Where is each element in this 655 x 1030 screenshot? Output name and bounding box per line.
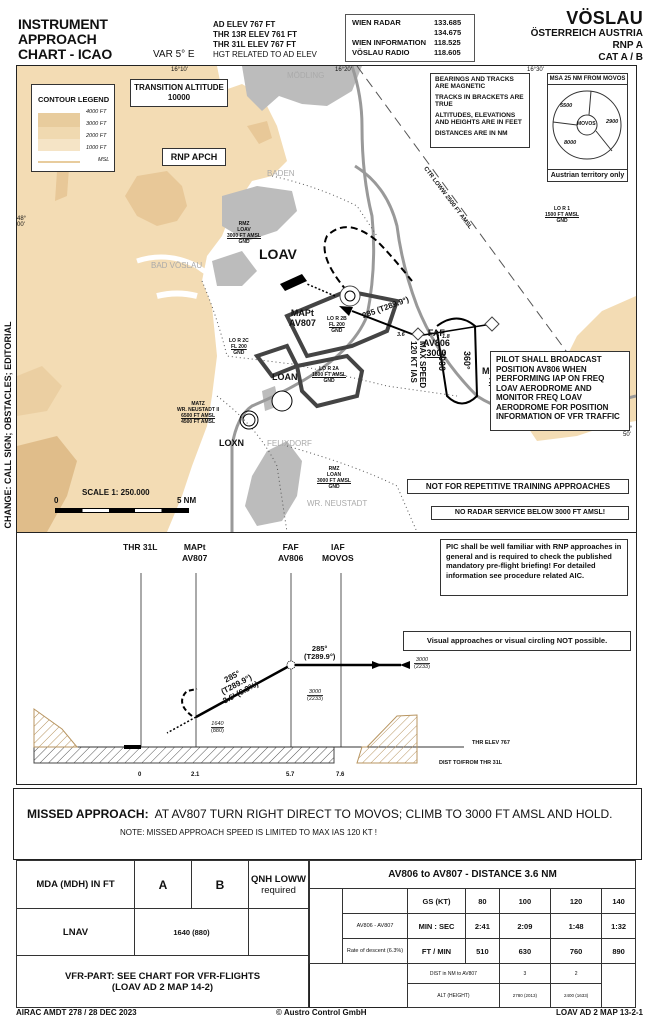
transition-altitude-box: TRANSITION ALTITUDE 10000: [130, 79, 228, 107]
notes-box: BEARINGS AND TRACKS ARE MAGNETIC TRACKS …: [430, 73, 530, 148]
faf-alt: 3000(2233): [307, 689, 323, 702]
procedure-info: RNP A CAT A / B: [598, 40, 643, 63]
missed-approach-text: AT AV807 TURN RIGHT DIRECT TO MOVOS; CLI…: [154, 807, 613, 821]
dist-axis-label: DIST TO/FROM THR 31L: [439, 760, 503, 766]
airport-loxn: LOXN: [219, 438, 245, 448]
missed-approach-note: NOTE: MISSED APPROACH SPEED IS LIMITED T…: [120, 828, 377, 837]
contour-legend: CONTOUR LEGEND 4000 FT 3000 FT 2000 FT 1…: [31, 84, 115, 172]
magnetic-variation: VAR 5° E: [153, 49, 195, 60]
lon-label: 16°10': [171, 67, 188, 73]
pic-note: PIC shall be well familiar with RNP appr…: [440, 539, 628, 596]
profile-fix-label: THR 31L: [123, 542, 158, 552]
profile-graphic: [33, 573, 464, 764]
iaf-alt: 3000(2233): [414, 657, 430, 670]
elevation-info: AD ELEV 767 FT THR 13R ELEV 761 FT THR 3…: [213, 20, 317, 59]
airport-name: VÖSLAU: [566, 8, 643, 28]
change-note: CHANGE: CALL SIGN; OBSTACLES; EDITORIAL: [3, 321, 13, 529]
plan-view-map: CONTOUR LEGEND 4000 FT 3000 FT 2000 FT 1…: [16, 65, 637, 533]
scale-start: 0: [54, 496, 59, 505]
msa-circle: [552, 90, 622, 160]
town-label: MÖDLING: [287, 71, 325, 80]
footer-chart-id: LOAV AD 2 MAP 13-2-1: [556, 1008, 643, 1017]
town-label: BADEN: [267, 169, 295, 178]
scale-label: SCALE 1: 250.000: [82, 488, 150, 497]
thr-elev-label: THR ELEV 767: [472, 740, 510, 746]
airport-loan: LOAN: [272, 372, 298, 382]
missed-approach-label: MISSED APPROACH:: [27, 807, 149, 821]
level-label: 285°(T289.9°): [304, 644, 336, 661]
holding-course: 360°: [462, 351, 472, 370]
lat-label: 48° 00': [17, 216, 27, 228]
holding-alt: 3000: [437, 351, 447, 372]
footer-copyright: © Austro Control GmbH: [276, 1008, 367, 1017]
scale-bar: [55, 508, 189, 513]
mapt-alt: 1640(880): [211, 721, 224, 734]
radar-note: NO RADAR SERVICE BELOW 3000 FT AMSL!: [431, 506, 629, 520]
town-label: WR. NEUSTADT: [307, 499, 368, 508]
profile-dist: 0: [138, 772, 142, 778]
lon-label: 16°30': [527, 67, 544, 73]
lon-label: 16°20': [335, 67, 352, 73]
broadcast-note: PILOT SHALL BROADCAST POSITION AV806 WHE…: [490, 351, 630, 431]
town-label: BAD VÖSLAU: [151, 261, 203, 270]
profile-dist: 2.1: [191, 772, 200, 778]
town-label: FELIXDORF: [267, 439, 312, 448]
profile-dist: 5.7: [286, 772, 295, 778]
timing-table: AV806 to AV807 - DISTANCE 3.6 NM GS (KT)…: [309, 860, 636, 1008]
missed-approach-box: MISSED APPROACH: AT AV807 TURN RIGHT DIR…: [13, 788, 642, 860]
scale-end: 5 NM: [177, 496, 197, 505]
dist-label: 3.6: [397, 332, 405, 338]
footer-airac: AIRAC AMDT 278 / 28 DEC 2023: [16, 1008, 137, 1017]
visual-note: Visual approaches or visual circling NOT…: [403, 631, 631, 651]
rnp-apch-label: RNP APCH: [162, 148, 226, 166]
airport-loav: LOAV: [259, 246, 297, 262]
airport-country: ÖSTERREICH AUSTRIA: [530, 28, 643, 39]
chart-type-title: INSTRUMENT APPROACH CHART - ICAO: [18, 16, 113, 62]
msa-box: MSA 25 NM FROM MOVOS MOVOS 5500 2900 800…: [547, 73, 628, 182]
training-note: NOT FOR REPETITIVE TRAINING APPROACHES: [407, 479, 629, 494]
dist-label: 1.8: [442, 334, 450, 340]
profile-dist: 7.6: [336, 772, 345, 778]
